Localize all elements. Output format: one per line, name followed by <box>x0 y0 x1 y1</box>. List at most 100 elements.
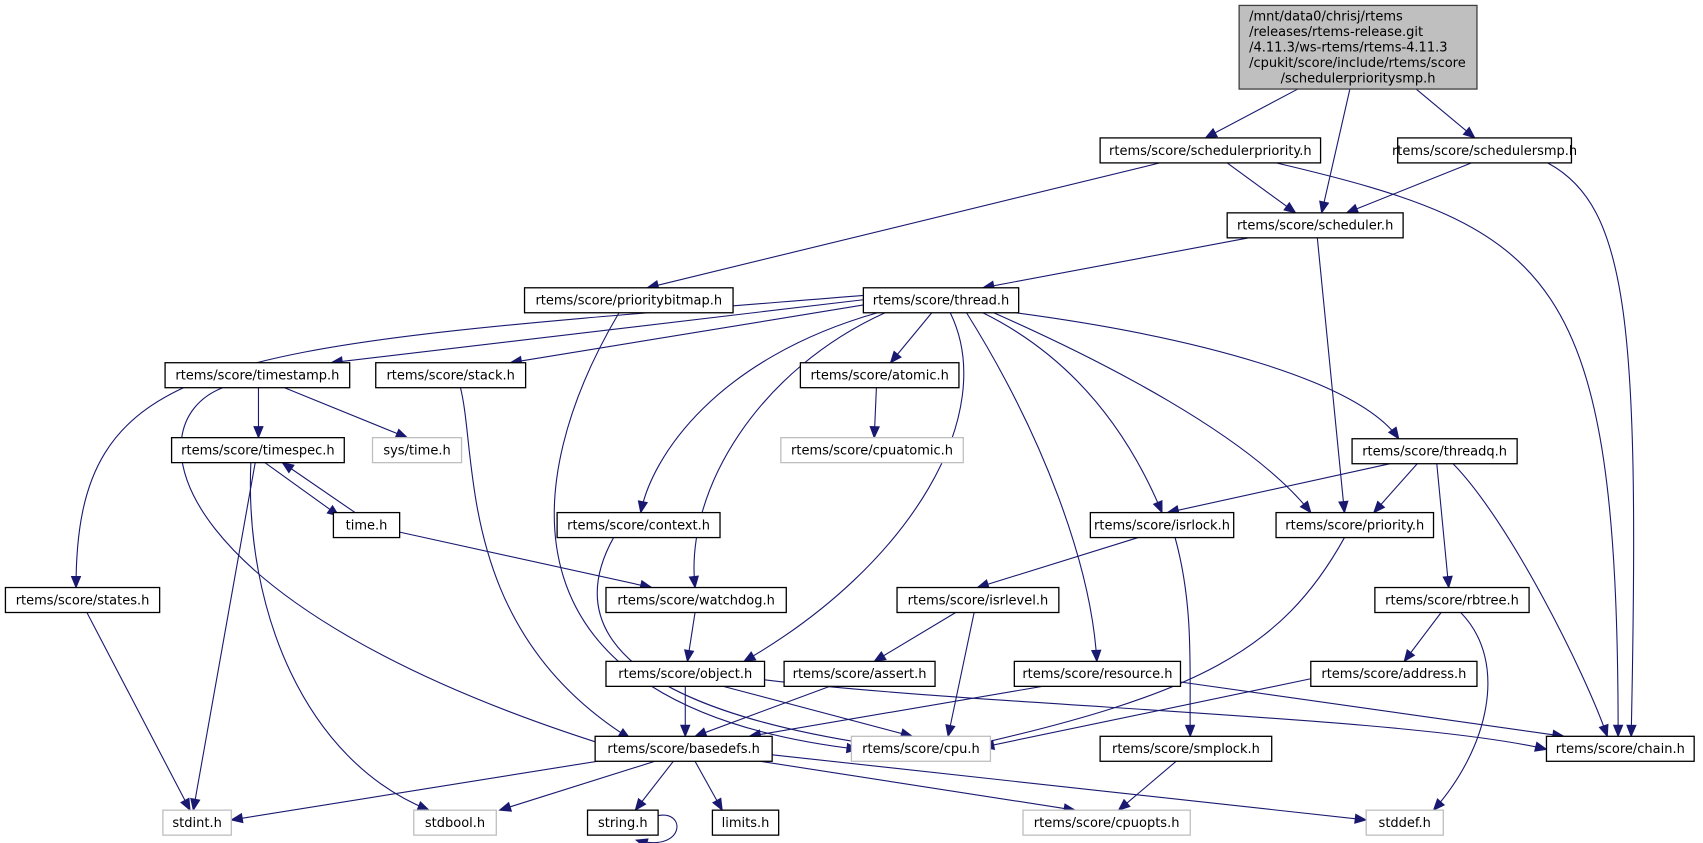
edge-thread-to-threadq <box>1015 312 1400 440</box>
node-smplock[interactable]: rtems/score/smplock.h <box>1099 735 1273 762</box>
node-box[interactable] <box>375 362 527 389</box>
node-states[interactable]: rtems/score/states.h <box>4 586 161 614</box>
edge-assert-to-basedefs-arrowhead <box>693 727 708 738</box>
node-box[interactable] <box>586 809 659 836</box>
node-box[interactable] <box>594 735 773 762</box>
node-box[interactable] <box>1099 137 1322 164</box>
edge-isrlevel-to-assert <box>873 612 956 663</box>
node-thread[interactable]: rtems/score/thread.h <box>862 287 1020 314</box>
node-object[interactable]: rtems/score/object.h <box>605 660 766 688</box>
node-box[interactable] <box>332 511 401 539</box>
node-resource[interactable]: rtems/score/resource.h <box>1013 660 1182 688</box>
node-limits[interactable]: limits.h <box>711 809 780 836</box>
node-box[interactable] <box>1238 4 1478 90</box>
node-box[interactable] <box>780 437 964 464</box>
node-string[interactable]: string.h <box>586 809 659 836</box>
edge-line <box>499 760 656 811</box>
node-label: rtems/score/address.h <box>1321 667 1466 682</box>
node-rbtree[interactable]: rtems/score/rbtree.h <box>1374 586 1530 614</box>
node-box[interactable] <box>556 511 721 539</box>
node-box[interactable] <box>850 735 992 762</box>
node-box[interactable] <box>1310 660 1478 688</box>
edge-line <box>694 685 830 737</box>
node-schedulerpriority[interactable]: rtems/score/schedulerpriority.h <box>1099 137 1322 164</box>
node-box[interactable] <box>4 586 161 614</box>
edge-scheduler-to-priority-arrowhead <box>1338 500 1349 514</box>
node-box[interactable] <box>523 287 734 314</box>
node-atomic[interactable]: rtems/score/atomic.h <box>799 362 960 389</box>
node-systime[interactable]: sys/time.h <box>371 437 463 464</box>
node-threadq[interactable]: rtems/score/threadq.h <box>1351 438 1518 465</box>
node-box[interactable] <box>783 660 936 688</box>
node-label: rtems/score/scheduler.h <box>1237 219 1393 234</box>
node-watchdog[interactable]: rtems/score/watchdog.h <box>605 586 787 614</box>
edge-thread-to-states-arrowhead <box>70 576 82 589</box>
node-box[interactable] <box>1545 735 1695 762</box>
node-root[interactable]: /mnt/data0/chrisj/rtems/releases/rtems-r… <box>1238 4 1478 90</box>
node-box[interactable] <box>162 809 232 836</box>
edge-schedulersmp-to-chain <box>1547 162 1637 738</box>
node-box[interactable] <box>1275 511 1435 539</box>
edge-line <box>596 537 869 745</box>
node-box[interactable] <box>413 809 497 836</box>
node-cpuopts[interactable]: rtems/score/cpuopts.h <box>1022 809 1191 836</box>
node-box[interactable] <box>605 586 787 614</box>
edge-line <box>264 462 340 517</box>
edge-line <box>764 679 1547 750</box>
node-stdbool[interactable]: stdbool.h <box>413 809 497 836</box>
node-priority[interactable]: rtems/score/priority.h <box>1275 511 1435 539</box>
node-box[interactable] <box>1013 660 1182 688</box>
node-box[interactable] <box>1226 212 1404 239</box>
node-box[interactable] <box>1089 511 1235 539</box>
edge-line <box>1174 537 1191 737</box>
node-box[interactable] <box>1374 586 1530 614</box>
node-isrlock[interactable]: rtems/score/isrlock.h <box>1089 511 1235 539</box>
node-stddef[interactable]: stddef.h <box>1365 809 1444 836</box>
node-box[interactable] <box>896 586 1060 614</box>
node-box[interactable] <box>164 362 351 389</box>
node-label: rtems/score/isrlevel.h <box>908 593 1049 608</box>
edge-thread-to-watchdog-arrowhead <box>688 575 699 589</box>
node-stack[interactable]: rtems/score/stack.h <box>375 362 527 389</box>
node-timestamp[interactable]: rtems/score/timestamp.h <box>164 362 351 389</box>
node-time[interactable]: time.h <box>332 511 401 539</box>
edge-object-to-cpu <box>723 685 914 739</box>
edge-thread-to-priority-arrowhead <box>1299 500 1312 514</box>
node-context[interactable]: rtems/score/context.h <box>556 511 721 539</box>
node-box[interactable] <box>1397 137 1573 164</box>
node-box[interactable] <box>711 809 780 836</box>
node-assert[interactable]: rtems/score/assert.h <box>783 660 936 688</box>
edge-threadq-to-chain-arrowhead <box>1598 723 1609 738</box>
edge-line <box>993 312 1312 513</box>
node-label: rtems/score/timestamp.h <box>175 369 339 384</box>
node-schedulersmp[interactable]: rtems/score/schedulersmp.h <box>1392 137 1577 164</box>
node-stdint[interactable]: stdint.h <box>162 809 232 836</box>
node-box[interactable] <box>799 362 960 389</box>
node-label: rtems/score/smplock.h <box>1112 742 1260 757</box>
node-chain[interactable]: rtems/score/chain.h <box>1545 735 1695 762</box>
node-isrlevel[interactable]: rtems/score/isrlevel.h <box>896 586 1060 614</box>
edge-timestamp-to-timespec <box>253 387 264 439</box>
edge-line <box>964 537 1345 748</box>
node-box[interactable] <box>1022 809 1191 836</box>
node-scheduler[interactable]: rtems/score/scheduler.h <box>1226 212 1404 239</box>
node-box[interactable] <box>371 437 463 464</box>
node-timespec[interactable]: rtems/score/timespec.h <box>170 437 345 464</box>
edge-basedefs-to-stdint <box>230 760 598 824</box>
node-cpu[interactable]: rtems/score/cpu.h <box>850 735 992 762</box>
node-address[interactable]: rtems/score/address.h <box>1310 660 1478 688</box>
node-cpuatomic[interactable]: rtems/score/cpuatomic.h <box>780 437 964 464</box>
node-basedefs[interactable]: rtems/score/basedefs.h <box>594 735 773 762</box>
edge-line <box>723 685 913 737</box>
edge-watchdog-to-object-arrowhead <box>684 649 695 663</box>
node-box[interactable] <box>862 287 1020 314</box>
node-box[interactable] <box>170 437 345 464</box>
node-box[interactable] <box>1365 809 1444 836</box>
node-label: rtems/score/atomic.h <box>810 369 948 384</box>
node-box[interactable] <box>1351 438 1518 465</box>
edge-atomic-to-cpuatomic-arrowhead <box>869 425 880 439</box>
node-box[interactable] <box>605 660 766 688</box>
node-box[interactable] <box>1099 735 1273 762</box>
node-prioritybitmap[interactable]: rtems/score/prioritybitmap.h <box>523 287 734 314</box>
